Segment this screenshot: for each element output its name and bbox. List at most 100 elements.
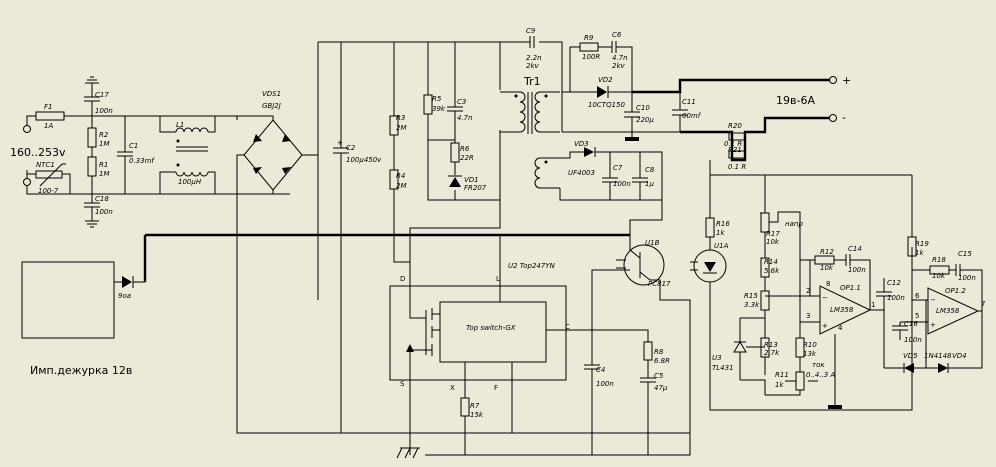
diode-vd5 xyxy=(904,363,914,373)
c5-label: C5 xyxy=(654,372,664,380)
r3-value: 2M xyxy=(396,124,407,132)
r18-label: R18 xyxy=(932,256,946,264)
c9-label: C9 xyxy=(526,27,536,35)
svg-text:+: + xyxy=(822,322,828,330)
input-terminal-top xyxy=(23,125,31,133)
l1-value: 100μH xyxy=(178,178,202,186)
r8-value: 6.8R xyxy=(654,357,670,365)
opamp-op1-1 xyxy=(819,285,872,335)
resistor-r3 xyxy=(389,115,399,136)
resistor-r10 xyxy=(795,337,805,358)
r4-value: 2M xyxy=(396,182,407,190)
resistor-r2 xyxy=(87,127,97,148)
r3-label: R3 xyxy=(396,114,405,122)
r12-label: R12 xyxy=(820,248,834,256)
topswitch-label: Top switch-GX xyxy=(466,324,516,332)
c11-value: 60mf xyxy=(682,112,702,120)
r20-label: R20 xyxy=(728,122,742,130)
r12-value: 10k xyxy=(820,264,834,272)
c16-label: C16 xyxy=(904,320,918,328)
vd1-value: FR207 xyxy=(464,184,487,192)
u3-value: TL431 xyxy=(712,364,734,372)
lm358-a-label: LM358 xyxy=(830,306,854,314)
pin-f: F xyxy=(494,384,498,392)
c10-label: C10 xyxy=(636,104,650,112)
resistor-r4 xyxy=(389,169,399,190)
resistor-r5 xyxy=(423,94,433,115)
c8-value: 1μ xyxy=(645,180,654,188)
output-plus-label: + xyxy=(842,74,851,87)
r16-label: R16 xyxy=(716,220,730,228)
opamp-op1-2 xyxy=(927,287,980,335)
napr-label: напр xyxy=(785,220,803,228)
opamp-pin-7: 7 xyxy=(981,300,985,308)
r2-value: 1M xyxy=(99,140,110,148)
svg-text:−: − xyxy=(930,296,936,304)
r9-label: R9 xyxy=(584,34,594,42)
l1-label: L1 xyxy=(176,121,184,129)
resistor-r18 xyxy=(929,265,950,275)
input-terminal-bottom xyxy=(23,178,31,186)
f1-value: 1A xyxy=(44,122,53,130)
r18-value: 10k xyxy=(932,272,946,280)
trimmer-r11 xyxy=(795,371,805,391)
shunt-r21 xyxy=(728,150,746,159)
standby-label: Имп.дежурка 12в xyxy=(30,364,132,377)
r14-label: R14 xyxy=(764,258,778,266)
r15-label: R15 xyxy=(744,292,758,300)
resistor-r1 xyxy=(87,156,97,177)
vds1-value: GBJ2J xyxy=(262,102,281,110)
diode-vd1 xyxy=(449,177,461,187)
c16-value: 100n xyxy=(904,336,922,344)
f1-label: F1 xyxy=(44,103,52,111)
u2-package-box xyxy=(389,285,567,381)
vd2-label: VD2 xyxy=(598,76,613,84)
c12-label: C12 xyxy=(887,279,901,287)
bridge-rectifier-vds1 xyxy=(243,119,303,191)
r6-label: R6 xyxy=(460,145,470,153)
r6-value: 22R xyxy=(460,154,474,162)
vd2-value: 10CTQ150 xyxy=(588,101,625,109)
c17-value: 100n xyxy=(95,107,113,115)
c3-label: C3 xyxy=(457,98,466,106)
transformer-tr1: Tr1 xyxy=(499,75,560,189)
resistor-r6 xyxy=(450,142,460,163)
vd5-label: VD5 xyxy=(903,352,918,360)
r9-value: 100R xyxy=(582,53,600,61)
c14-label: C14 xyxy=(848,245,862,253)
lm358-b-label: LM358 xyxy=(936,307,960,315)
op12-label: OP1.2 xyxy=(945,287,966,295)
c7-value: 100n xyxy=(613,180,631,188)
vd1-label: VD1 xyxy=(464,176,479,184)
opamp-pin-3: 3 xyxy=(806,312,810,320)
secondary-section: C9 2.2n 2kv R9 100R C6 4.7n 2kv VD2 10CT… xyxy=(500,27,851,250)
c10-value: 220μ xyxy=(636,116,654,124)
vds1-label: VDS1 xyxy=(262,90,281,98)
r10-label: R10 xyxy=(803,341,817,349)
c8-label: C8 xyxy=(645,166,655,174)
r11-label: R11 xyxy=(775,371,789,379)
pin-x: X xyxy=(450,384,455,392)
c12-value: 100n xyxy=(887,294,905,302)
c2-label: C2 xyxy=(346,144,356,152)
pin-c: C xyxy=(565,323,570,331)
input-section: F1 1A 160..253v NTC1 100-7 C17 100n C18 … xyxy=(10,42,319,250)
c6-value: 4.7n xyxy=(612,54,628,62)
c15-label: C15 xyxy=(958,250,972,258)
fuse-f1 xyxy=(35,111,65,121)
r4-label: R4 xyxy=(396,172,405,180)
u2-label: U2 Top247YN xyxy=(508,262,556,270)
r5-label: R5 xyxy=(432,95,442,103)
op11-label: OP1.1 xyxy=(840,284,861,292)
tr1-label: Tr1 xyxy=(523,75,541,88)
c11-label: C11 xyxy=(682,98,696,106)
r17-label: R17 xyxy=(766,230,780,238)
pin-s: S xyxy=(400,380,405,388)
vd-model-label: 1N4148 xyxy=(924,352,952,360)
u3-label: U3 xyxy=(712,354,722,362)
c7-label: C7 xyxy=(613,164,623,172)
r10-value: 13k xyxy=(803,350,817,358)
u1b-label: U1B xyxy=(645,239,660,247)
c17-label: C17 xyxy=(95,91,109,99)
